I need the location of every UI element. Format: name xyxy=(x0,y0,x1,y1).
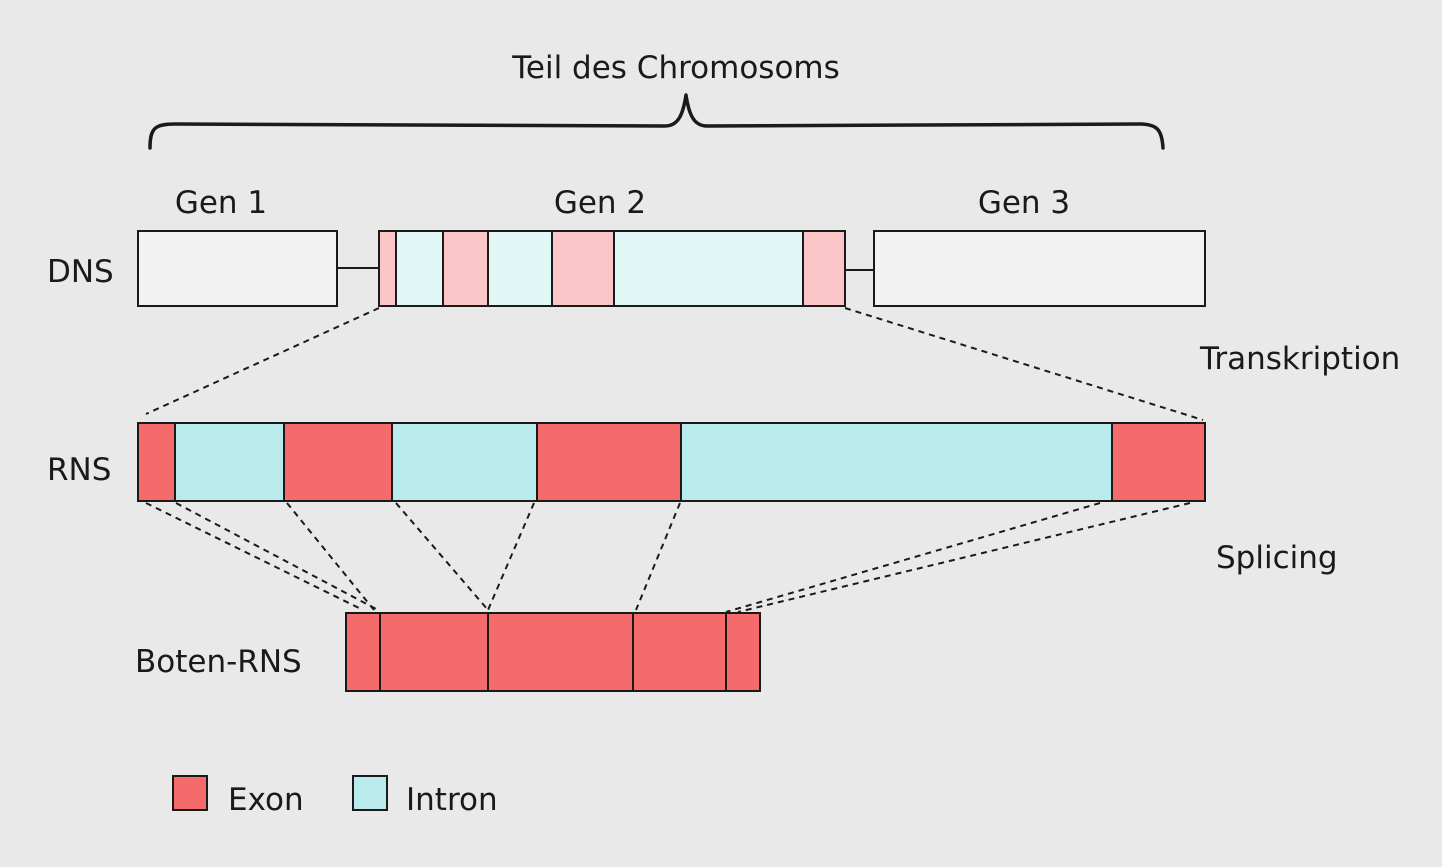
rna-strand xyxy=(137,422,1206,502)
splicing-lines xyxy=(145,502,1191,613)
gen2-exon-2 xyxy=(442,230,489,307)
rna-intron-1 xyxy=(174,422,285,502)
rna-intron-3 xyxy=(680,422,1113,502)
process-label-splicing: Splicing xyxy=(1216,540,1338,576)
rna-exon-2 xyxy=(283,422,393,502)
gene-label-1: Gen 1 xyxy=(175,185,267,221)
chromosome-title: Teil des Chromosoms xyxy=(511,50,840,86)
mrna-exon-3 xyxy=(487,612,634,692)
legend-exon-label: Exon xyxy=(228,782,304,818)
mrna-exon-2 xyxy=(379,612,489,692)
gene-label-2: Gen 2 xyxy=(554,185,646,221)
rna-exon-3 xyxy=(536,422,682,502)
legend-exon-swatch xyxy=(172,775,208,811)
gene-2-box xyxy=(378,230,846,307)
mrna-exon-1 xyxy=(345,612,381,692)
row-label-rna: RNS xyxy=(47,452,111,488)
legend-intron-swatch xyxy=(352,775,388,811)
chromosome-brace xyxy=(148,93,1165,150)
legend-intron-label: Intron xyxy=(406,782,498,818)
rna-exon-1 xyxy=(137,422,176,502)
gen2-intron-2 xyxy=(487,230,553,307)
gene-3-box xyxy=(873,230,1206,307)
splice-line xyxy=(145,502,364,611)
gen2-exon-4 xyxy=(802,230,846,307)
transcription-line-left xyxy=(145,307,380,415)
row-label-mrna: Boten-RNS xyxy=(135,644,302,680)
rna-intron-2 xyxy=(391,422,538,502)
gene-1-box xyxy=(137,230,338,307)
gen2-intron-1 xyxy=(395,230,444,307)
splice-line xyxy=(737,502,1191,613)
mrna-exon-5 xyxy=(725,612,761,692)
splice-line xyxy=(635,502,681,611)
gen2-exon-1 xyxy=(378,230,397,307)
legend: Exon Intron xyxy=(172,775,498,818)
splice-line xyxy=(286,502,375,611)
mrna-strand xyxy=(345,612,761,692)
transcription-line-right xyxy=(844,307,1204,421)
rna-exon-4 xyxy=(1111,422,1206,502)
splice-line xyxy=(487,502,535,611)
row-label-dna: DNS xyxy=(47,254,114,290)
mrna-exon-4 xyxy=(632,612,727,692)
splice-line xyxy=(395,502,489,611)
splice-line xyxy=(725,502,1101,613)
gen2-exon-3 xyxy=(551,230,615,307)
splice-line xyxy=(175,502,379,611)
process-label-transcription: Transkription xyxy=(1199,341,1400,377)
gene-label-3: Gen 3 xyxy=(978,185,1070,221)
gen2-intron-3 xyxy=(613,230,804,307)
